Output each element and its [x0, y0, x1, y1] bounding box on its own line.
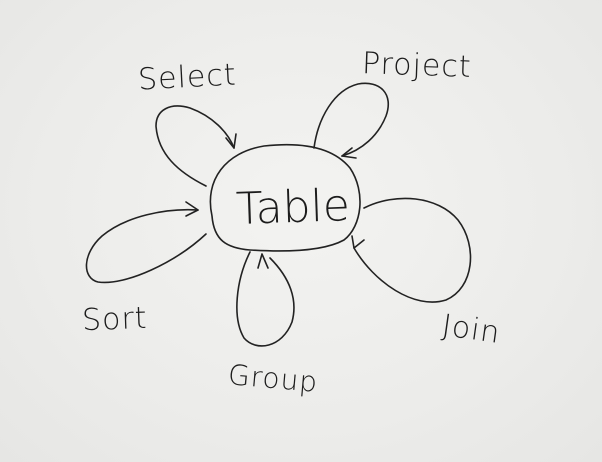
table-node-label: Table: [235, 180, 351, 235]
join-loop: [353, 197, 472, 303]
group-loop: [236, 251, 295, 347]
project-arrowhead: [341, 147, 357, 159]
project-loop: [313, 82, 390, 157]
select-label: Select: [137, 57, 238, 98]
table-node-outline: [209, 143, 361, 252]
select-arrowhead: [225, 133, 237, 149]
select-loop: [155, 105, 235, 187]
sort-arrowhead: [185, 201, 199, 217]
project-label: Project: [361, 46, 473, 85]
sort-label: Sort: [81, 300, 149, 339]
group-arrowhead: [257, 253, 269, 269]
sort-loop: [85, 208, 207, 284]
join-arrowhead: [351, 235, 365, 249]
